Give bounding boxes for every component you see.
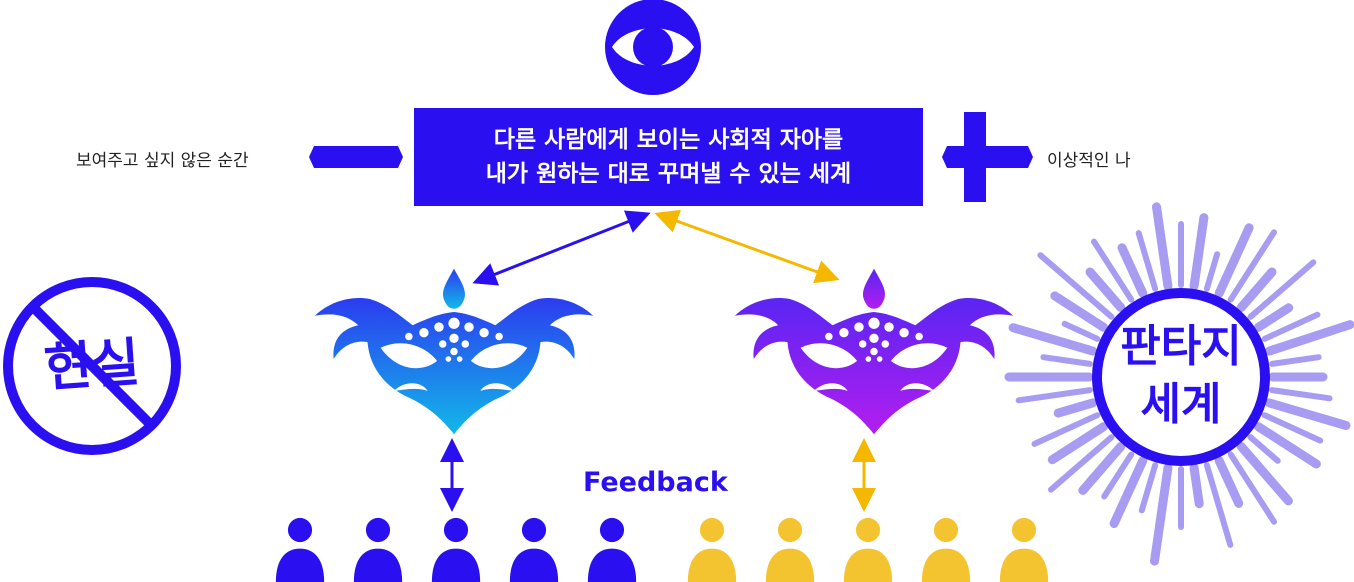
mask-icon-right xyxy=(735,269,1013,434)
eye-icon xyxy=(605,0,701,95)
fantasy-text: 판타지 세계 xyxy=(1101,318,1261,434)
right-label: 이상적인 나 xyxy=(1047,151,1131,171)
arrow-box-to-right-mask xyxy=(654,209,840,284)
burst-ray xyxy=(1189,213,1209,291)
person-icon xyxy=(688,518,736,582)
person-icon xyxy=(432,518,480,582)
burst-ray xyxy=(1264,398,1351,430)
person-icon xyxy=(276,518,324,582)
burst-ray xyxy=(1117,243,1148,298)
fantasy-line-1: 판타지 xyxy=(1120,321,1242,372)
central-concept-box: 다른 사람에게 보이는 사회적 자아를 내가 원하는 대로 꾸며낼 수 있는 세… xyxy=(414,108,923,206)
burst-ray xyxy=(1214,223,1254,298)
burst-ray xyxy=(1236,442,1293,506)
burst-ray xyxy=(1227,451,1277,525)
person-icon xyxy=(354,518,402,582)
burst-ray xyxy=(1227,229,1277,303)
burst-ray xyxy=(1050,291,1109,332)
burst-ray xyxy=(1031,412,1101,447)
burst-ray xyxy=(1269,387,1333,402)
burst-ray xyxy=(1078,442,1126,495)
person-icon xyxy=(844,518,892,582)
minus-icon xyxy=(309,146,403,168)
burst-ray xyxy=(1214,456,1244,508)
burst-ray xyxy=(1048,434,1115,493)
burst-ray xyxy=(1261,412,1324,444)
burst-ray xyxy=(1253,422,1321,469)
burst-ray xyxy=(1101,451,1135,500)
burst-ray xyxy=(1091,238,1135,303)
burst-ray xyxy=(1236,267,1277,312)
burst-ray xyxy=(1135,230,1159,292)
burst-ray xyxy=(1203,462,1234,548)
central-line-1: 다른 사람에게 보이는 사회적 자아를 xyxy=(493,127,844,153)
person-icon xyxy=(922,518,970,582)
burst-ray xyxy=(1109,456,1148,528)
person-icon xyxy=(510,518,558,582)
people-group xyxy=(276,518,1048,582)
burst-ray xyxy=(1138,462,1159,514)
burst-ray xyxy=(1189,463,1204,509)
burst-ray xyxy=(1269,354,1322,367)
burst-ray xyxy=(1247,259,1317,320)
person-icon xyxy=(1000,518,1048,582)
burst-ray xyxy=(1053,398,1098,418)
burst-ray xyxy=(1008,323,1098,356)
left-label: 보여주고 싶지 않은 순간 xyxy=(76,151,249,171)
burst-icon xyxy=(1004,202,1354,566)
burst-ray xyxy=(1085,267,1126,312)
arrow-box-to-left-mask xyxy=(472,210,651,286)
mask-icon-left xyxy=(315,269,593,434)
reality-text: 현실 xyxy=(42,332,142,400)
burst-ray xyxy=(1037,252,1115,320)
person-icon xyxy=(588,518,636,582)
person-icon xyxy=(766,518,814,582)
burst-ray xyxy=(1253,303,1294,332)
no-sign-icon xyxy=(3,277,181,455)
burst-ray xyxy=(1061,320,1101,342)
burst-ray xyxy=(1203,251,1221,292)
burst-ray xyxy=(1264,320,1354,356)
burst-ray xyxy=(1015,387,1093,404)
central-line-2: 내가 원하는 대로 꾸며낼 수 있는 세계 xyxy=(485,161,852,187)
burst-ray xyxy=(1150,463,1173,566)
burst-ray xyxy=(1040,354,1093,367)
burst-ray xyxy=(1152,202,1173,291)
burst-ray xyxy=(1047,422,1109,465)
plus-icon xyxy=(942,112,1033,202)
burst-ray xyxy=(1261,311,1321,342)
fantasy-line-2: 세계 xyxy=(1140,379,1222,430)
burst-ray xyxy=(1247,434,1281,464)
fantasy-circle xyxy=(1092,288,1270,466)
feedback-label: Feedback xyxy=(583,467,728,498)
